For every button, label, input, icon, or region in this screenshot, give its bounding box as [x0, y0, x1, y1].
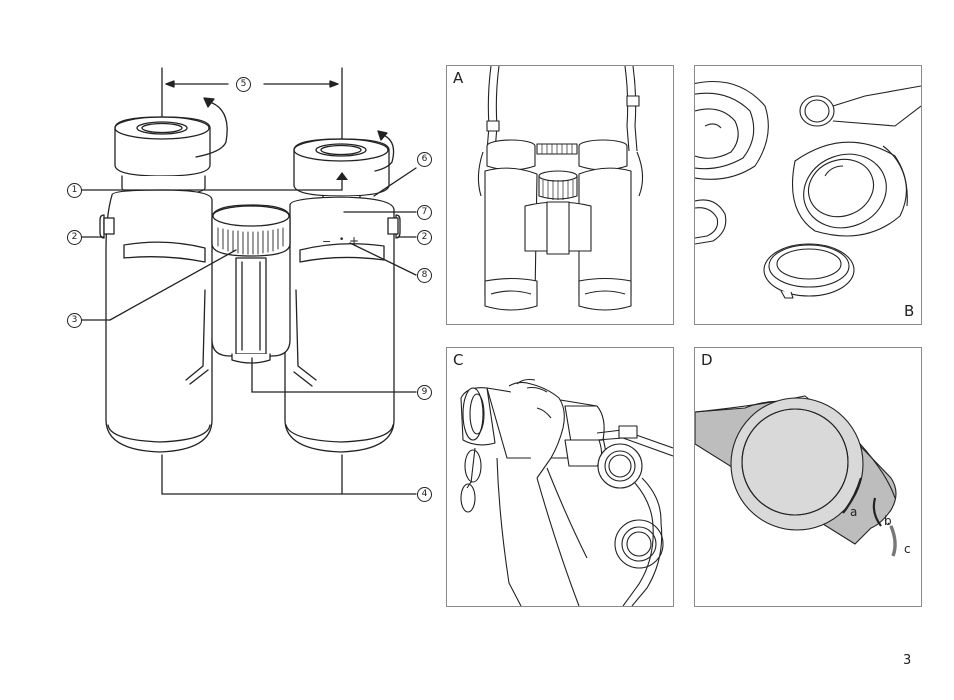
page-number: 3 — [903, 653, 911, 668]
diopter-minus-mark: − — [322, 236, 331, 248]
panel-d-cap-tether: D a b c — [694, 347, 922, 607]
panel-b-lens-caps: B — [694, 65, 922, 325]
callout-4: 4 — [417, 487, 432, 502]
diopter-zero-dot: • — [339, 234, 344, 246]
diopter-plus-mark: + — [349, 235, 359, 247]
objective-lens-cap-illustration — [695, 66, 921, 324]
tether-label-b: b — [884, 515, 892, 527]
tether-label-c: c — [904, 543, 911, 555]
callout-5: 5 — [236, 77, 251, 92]
callout-2-right: 2 — [417, 230, 432, 245]
tether-label-a: a — [850, 506, 857, 518]
panel-a-strap-attached: A — [446, 65, 674, 325]
callout-8: 8 — [417, 268, 432, 283]
binoculars-with-strap-illustration — [447, 66, 673, 324]
lens-cap-tether-illustration — [695, 348, 921, 606]
callout-6: 6 — [417, 152, 432, 167]
hand-holding-binoculars-illustration — [447, 348, 673, 606]
callout-2-left: 2 — [67, 230, 82, 245]
callout-3: 3 — [67, 313, 82, 328]
callout-1: 1 — [67, 183, 82, 198]
panel-c-holding-binoculars: C — [446, 347, 674, 607]
callout-9: 9 — [417, 385, 432, 400]
binocular-overview-illustration — [0, 0, 440, 520]
callout-7: 7 — [417, 205, 432, 220]
